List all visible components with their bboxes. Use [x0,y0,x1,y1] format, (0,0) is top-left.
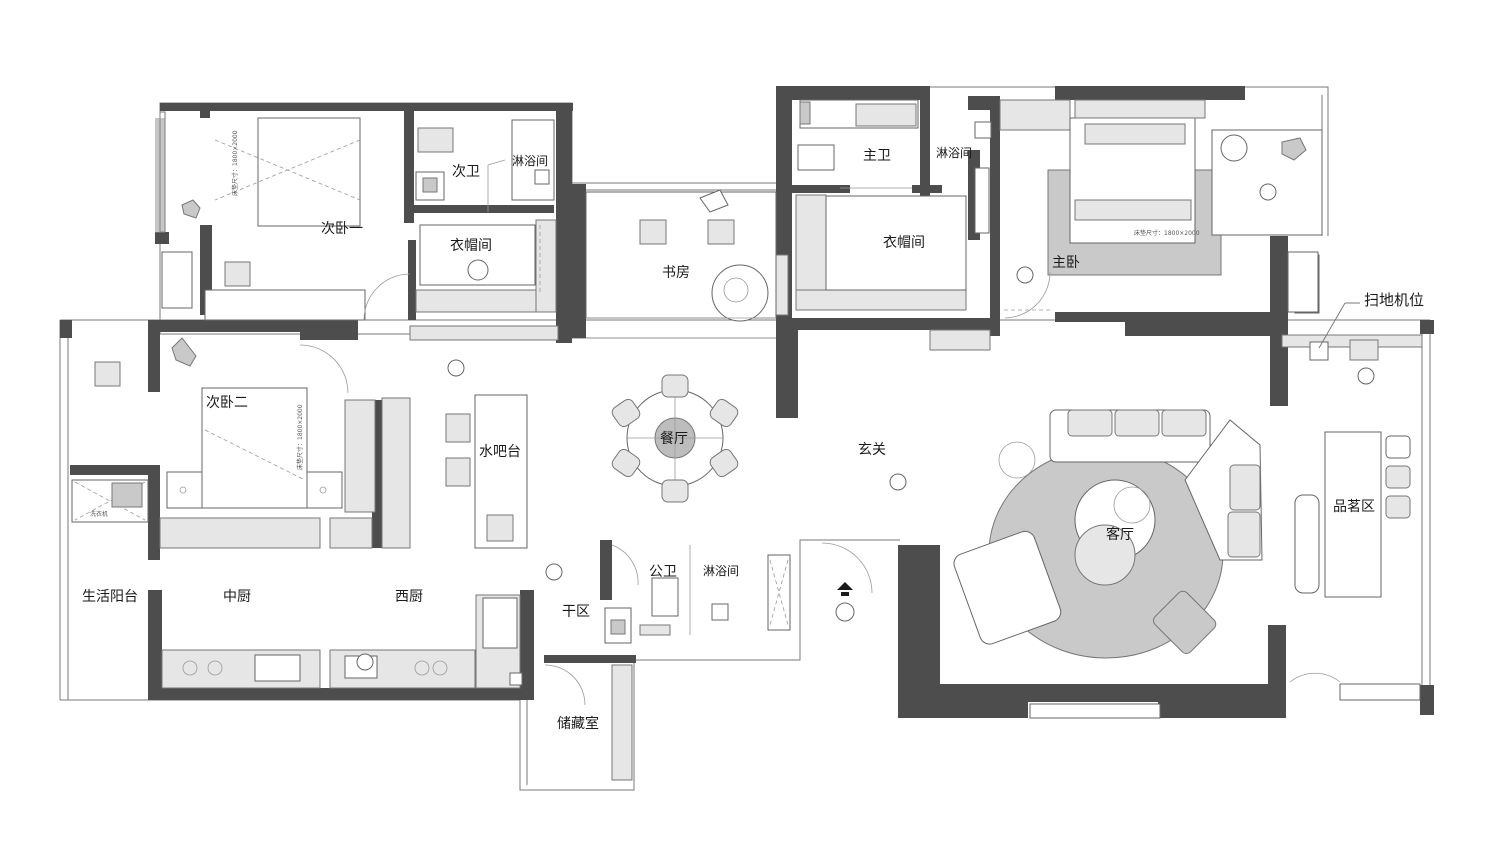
water-bar [445,394,528,549]
room-label-dry-area: 干区 [562,604,590,620]
room-label-public-bath: 公卫 [649,564,677,580]
room-label-shower-c: 淋浴间 [703,564,739,578]
door-swings [299,271,1341,706]
room-label-tea-area: 品茗区 [1333,499,1375,515]
tea-area [1294,339,1411,598]
bedroom2 [94,337,343,509]
bed-size-note-a: 床垫尺寸：1800×2000 [231,130,239,196]
study [585,189,777,339]
room-label-bath2: 次卫 [452,164,480,180]
people-figures [356,183,1375,671]
bath2 [415,119,555,212]
robot-vacuum-label: 扫地机位 [1364,291,1424,309]
room-label-water-bar: 水吧台 [479,444,521,460]
walls [60,86,1434,718]
room-label-study: 书房 [662,265,690,281]
closet-a [419,224,541,295]
room-label-closet-a: 衣帽间 [450,238,492,254]
bedroom1 [181,117,366,321]
public-bath [604,545,729,644]
windows [161,251,1421,719]
room-label-shower-b: 淋浴间 [936,146,972,160]
robot-vacuum-callout: 扫地机位 [1318,291,1424,349]
living [953,409,1263,659]
dining [611,374,739,503]
utility-balcony [71,479,149,523]
room-label-utility-balcony: 生活阳台 [82,589,138,605]
bed-size-note-c: 床垫尺寸：1800×2000 [296,404,304,470]
room-label-western-kitchen: 西厨 [395,589,423,605]
room-label-storage: 储藏室 [557,715,599,732]
bed-size-note-b: 床垫尺寸：1800×2000 [1134,229,1200,237]
room-label-master-bath: 主卫 [863,148,891,164]
room-label-bedroom2: 次卧二 [206,395,248,411]
room-label-master-bedroom: 主卧 [1052,255,1080,271]
closet-b [825,167,990,291]
foyer [767,554,855,631]
room-label-living: 客厅 [1106,526,1134,543]
washer-note: 洗衣机 [90,510,108,518]
room-label-shower-a: 淋浴间 [512,154,548,168]
room-label-dining: 餐厅 [660,431,688,447]
master-bath [797,99,992,189]
room-label-bedroom1: 次卧一 [321,221,363,237]
room-label-foyer: 玄关 [858,441,886,458]
master-bedroom [999,99,1323,314]
room-label-chinese-kitchen: 中厨 [223,589,251,605]
room-label-closet-b: 衣帽间 [883,235,925,251]
